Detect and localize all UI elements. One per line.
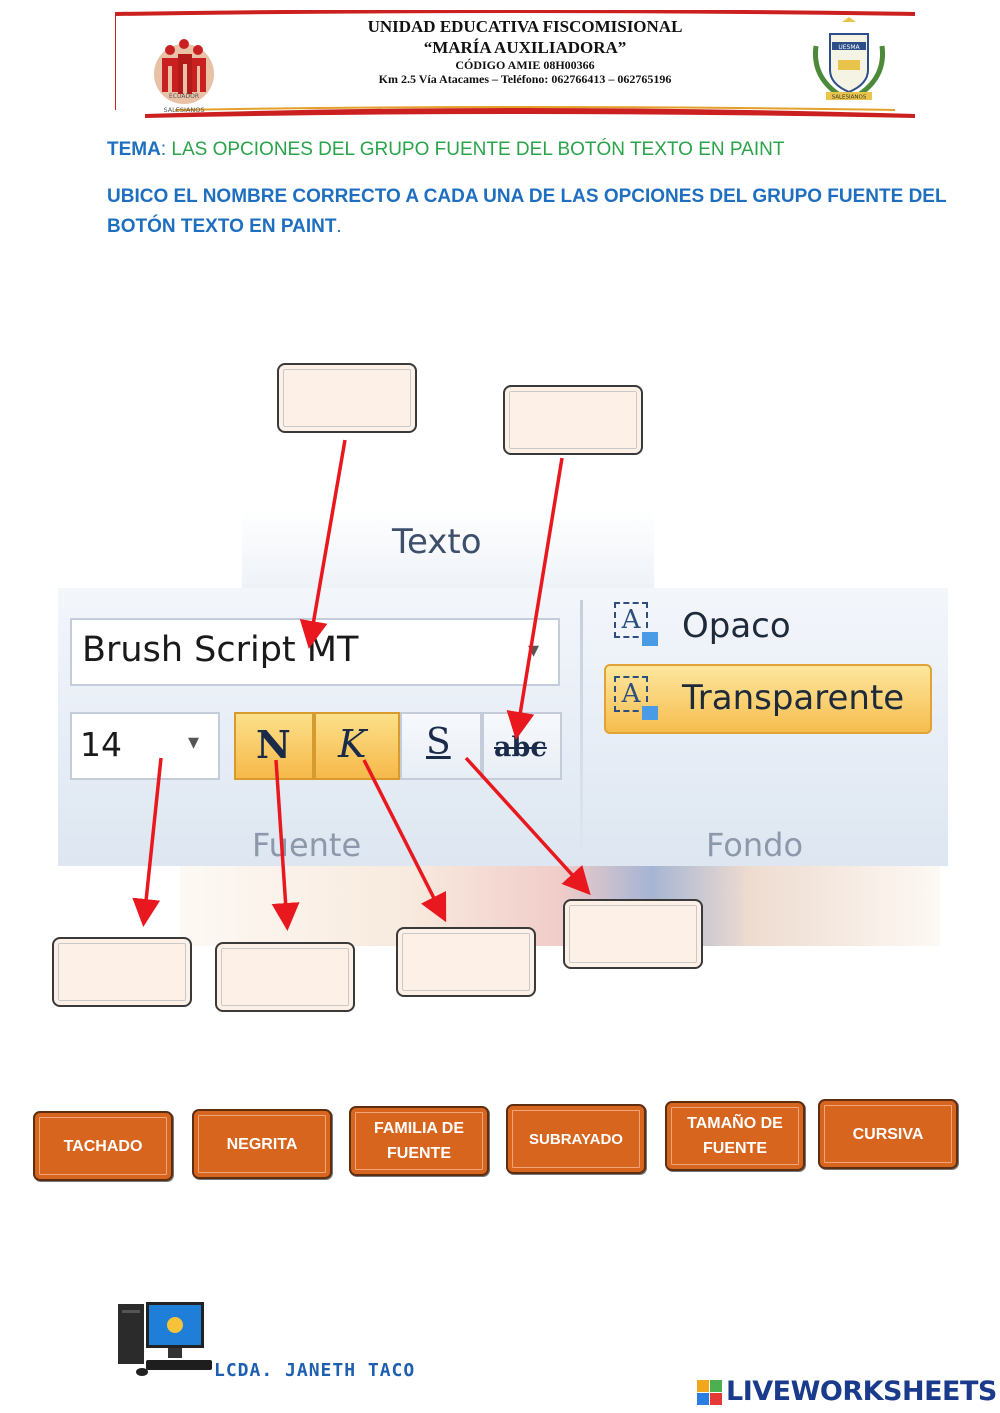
- underline-glyph: S: [426, 722, 451, 763]
- topic-sep: :: [160, 139, 172, 160]
- option-transparent: Transparente: [682, 678, 905, 718]
- instruction-body: UBICO EL NOMBRE CORRECTO A CADA UNA DE L…: [107, 186, 947, 237]
- font-family-caret-icon: ▾: [528, 638, 540, 663]
- liveworksheets-logo-icon: [697, 1380, 722, 1405]
- font-size-value: 14: [80, 725, 122, 764]
- logo-text-salesianos-right: SALESIANOS: [832, 95, 867, 101]
- uesma-crest-logo: UESMA SALESIANOS: [812, 17, 886, 101]
- drop-box-font-size[interactable]: [52, 937, 192, 1007]
- salesianos-logo: ECUADOR SALESIANOS: [154, 39, 214, 114]
- teacher-name: LCDA. JANETH TACO: [214, 1360, 416, 1381]
- drop-box-italic[interactable]: [396, 927, 536, 997]
- school-subname: “MARÍA AUXILIADORA”: [423, 38, 627, 57]
- instruction-text: UBICO EL NOMBRE CORRECTO A CADA UNA DE L…: [107, 182, 947, 242]
- ribbon-group-separator: [580, 600, 583, 850]
- font-family-value: Brush Script MT: [82, 630, 359, 670]
- drop-box-font-family[interactable]: [277, 363, 417, 433]
- answer-chip-tachado[interactable]: TACHADO: [33, 1111, 173, 1181]
- group-label-fondo: Fondo: [706, 826, 804, 864]
- opaque-text-icon: A: [614, 602, 658, 646]
- topic-key: TEMA: [107, 139, 161, 160]
- option-opaque: Opaco: [682, 606, 791, 646]
- logo-text-salesianos: SALESIANOS: [163, 106, 204, 114]
- topic-value: LAS OPCIONES DEL GRUPO FUENTE DEL BOTÓN …: [171, 139, 785, 160]
- bold-glyph: N: [256, 722, 291, 767]
- bold-button: [234, 712, 314, 780]
- school-address: Km 2.5 Vía Atacames – Teléfono: 06276641…: [378, 72, 672, 86]
- svg-text:UESMA: UESMA: [838, 44, 860, 51]
- strikethrough-glyph: abc: [494, 732, 547, 763]
- transparent-text-icon: A: [614, 676, 658, 720]
- answer-chip-familia-de-fuente[interactable]: FAMILIA DE FUENTE: [349, 1106, 489, 1176]
- drop-box-underline[interactable]: [563, 899, 703, 969]
- italic-glyph: K: [338, 722, 367, 766]
- background-artwork: [180, 866, 940, 946]
- liveworksheets-brand: LIVEWORKSHEETS: [726, 1376, 997, 1407]
- instruction-period: .: [336, 216, 342, 237]
- answer-chip-tamano-de-fuente[interactable]: TAMAÑO DE FUENTE: [665, 1101, 805, 1171]
- computer-icon: [118, 1302, 212, 1376]
- answer-chip-cursiva[interactable]: CURSIVA: [818, 1099, 958, 1169]
- transparent-option-highlight: [604, 664, 932, 734]
- drop-box-bold[interactable]: [215, 942, 355, 1012]
- school-header-text: UNIDAD EDUCATIVA FISCOMISIONAL “MARÍA AU…: [330, 16, 720, 86]
- answer-chip-negrita[interactable]: NEGRITA: [192, 1109, 332, 1179]
- logo-text-ecuador: ECUADOR: [169, 93, 199, 100]
- group-label-fuente: Fuente: [252, 826, 362, 864]
- font-size-caret-icon: ▾: [188, 730, 200, 755]
- topic-line: TEMA: LAS OPCIONES DEL GRUPO FUENTE DEL …: [107, 139, 784, 161]
- school-code: CÓDIGO AMIE 08H00366: [455, 58, 595, 72]
- drop-box-strikethrough[interactable]: [503, 385, 643, 455]
- header-banner: [115, 10, 915, 118]
- school-name: UNIDAD EDUCATIVA FISCOMISIONAL: [367, 17, 683, 36]
- answer-chip-subrayado[interactable]: SUBRAYADO: [506, 1104, 646, 1174]
- ribbon-tab-title: Texto: [392, 522, 482, 562]
